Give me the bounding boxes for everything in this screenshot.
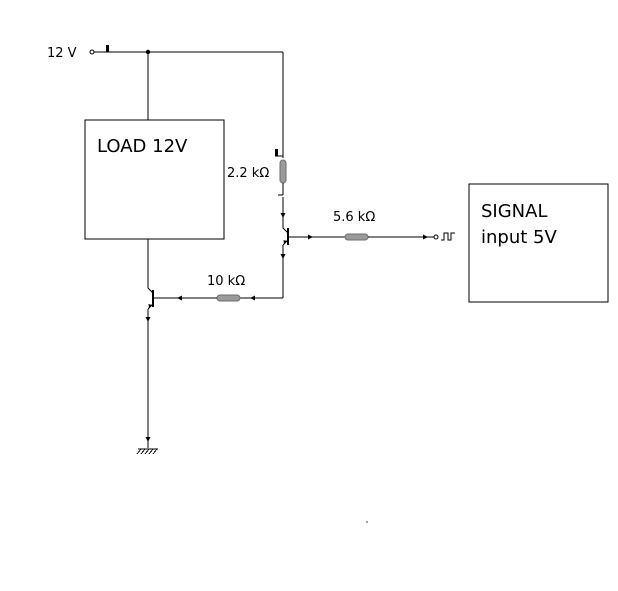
resistor-collector-body	[279, 159, 287, 184]
load-block: LOAD 12V	[84, 119, 225, 240]
resistor-base: 10 kΩ	[153, 274, 283, 302]
resistor-signal: 5.6 kΩ	[300, 210, 455, 241]
supply-voltage-label: 12 V	[47, 46, 77, 61]
resistor-signal-label: 5.6 kΩ	[333, 210, 375, 225]
resistor-base-body	[216, 294, 241, 302]
supply-terminal: 12 V	[47, 45, 109, 61]
ground-icon	[136, 448, 158, 455]
supply-flag-icon	[106, 45, 109, 52]
resistor-signal-body	[344, 233, 369, 241]
pulse-icon	[441, 232, 455, 241]
resistor-collector: 2.2 kΩ	[227, 149, 287, 228]
resistor-collector-label: 2.2 kΩ	[227, 166, 269, 181]
transistor-power	[145, 239, 154, 448]
stray-dot	[366, 521, 368, 523]
transistor-driver	[280, 227, 300, 298]
resistor-base-label: 10 kΩ	[207, 274, 245, 289]
supply-rail	[105, 49, 284, 158]
signal-block: SIGNAL input 5V	[468, 183, 609, 303]
signal-label-line2: input 5V	[481, 227, 557, 248]
signal-terminal	[433, 234, 439, 240]
node-flag-icon	[275, 149, 278, 156]
signal-label-line1: SIGNAL	[481, 201, 548, 222]
load-label: LOAD 12V	[97, 136, 188, 157]
